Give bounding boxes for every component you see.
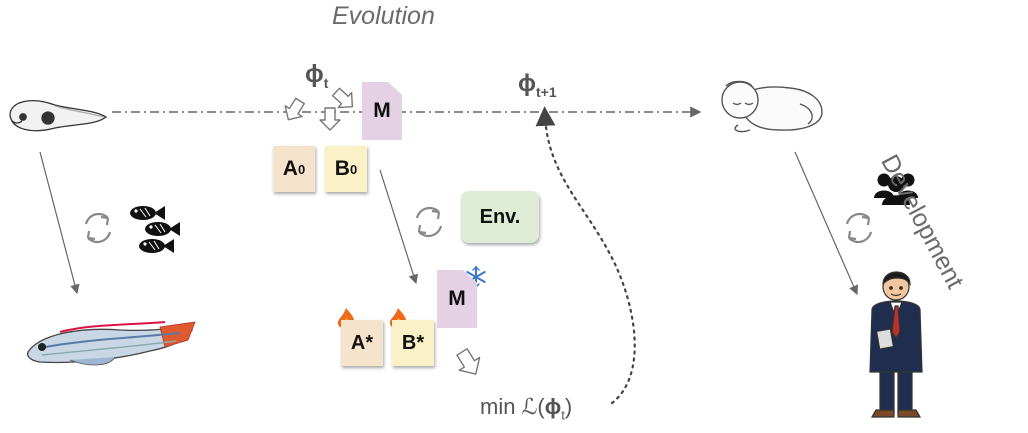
- hollow-arrows: [284, 87, 481, 375]
- environment-box: Env.: [461, 191, 539, 243]
- min-loss-label: min ℒ(ϕt): [480, 394, 573, 423]
- hollow-arrow-to-loss: [456, 348, 481, 375]
- human-development-arrow: [794, 151, 859, 296]
- adult-fish-icon: [26, 321, 196, 366]
- phi-t-plus-1-label: ϕt+1: [518, 70, 557, 100]
- cycle-icon-fish: [84, 212, 112, 244]
- fish-school-icon: [130, 206, 180, 253]
- hollow-arrow-to-b0: [319, 107, 341, 131]
- a-star-box: A*: [341, 320, 383, 366]
- evolution-title: Evolution: [332, 2, 435, 30]
- hollow-arrow-to-model: [331, 87, 354, 109]
- hollow-arrow-to-a0: [284, 97, 305, 121]
- frozen-model-box: M: [437, 270, 477, 328]
- model-box: M: [362, 82, 402, 140]
- businessman-icon: [869, 271, 923, 418]
- cycle-icon-env: [415, 206, 443, 238]
- people-icon: [874, 173, 918, 205]
- phi-t-label: ϕt: [305, 60, 329, 91]
- baby-icon: [721, 80, 823, 133]
- cycle-icon-human: [845, 212, 873, 244]
- b-star-box: B*: [392, 320, 434, 366]
- model-training-arrow: [379, 169, 419, 285]
- fish-development-arrow: [39, 151, 80, 295]
- feedback-dotted-arrow: [535, 106, 636, 405]
- tadpole-icon: [9, 100, 108, 132]
